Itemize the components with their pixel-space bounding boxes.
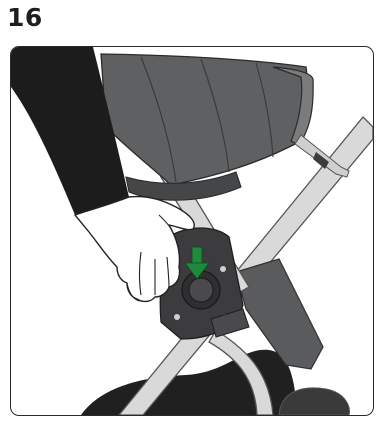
step-number: 16	[7, 3, 43, 32]
illustration-frame	[10, 46, 374, 416]
stroller-fold-illustration	[11, 47, 373, 415]
seat-side-panel	[236, 259, 323, 369]
canopy-shape	[101, 54, 307, 185]
